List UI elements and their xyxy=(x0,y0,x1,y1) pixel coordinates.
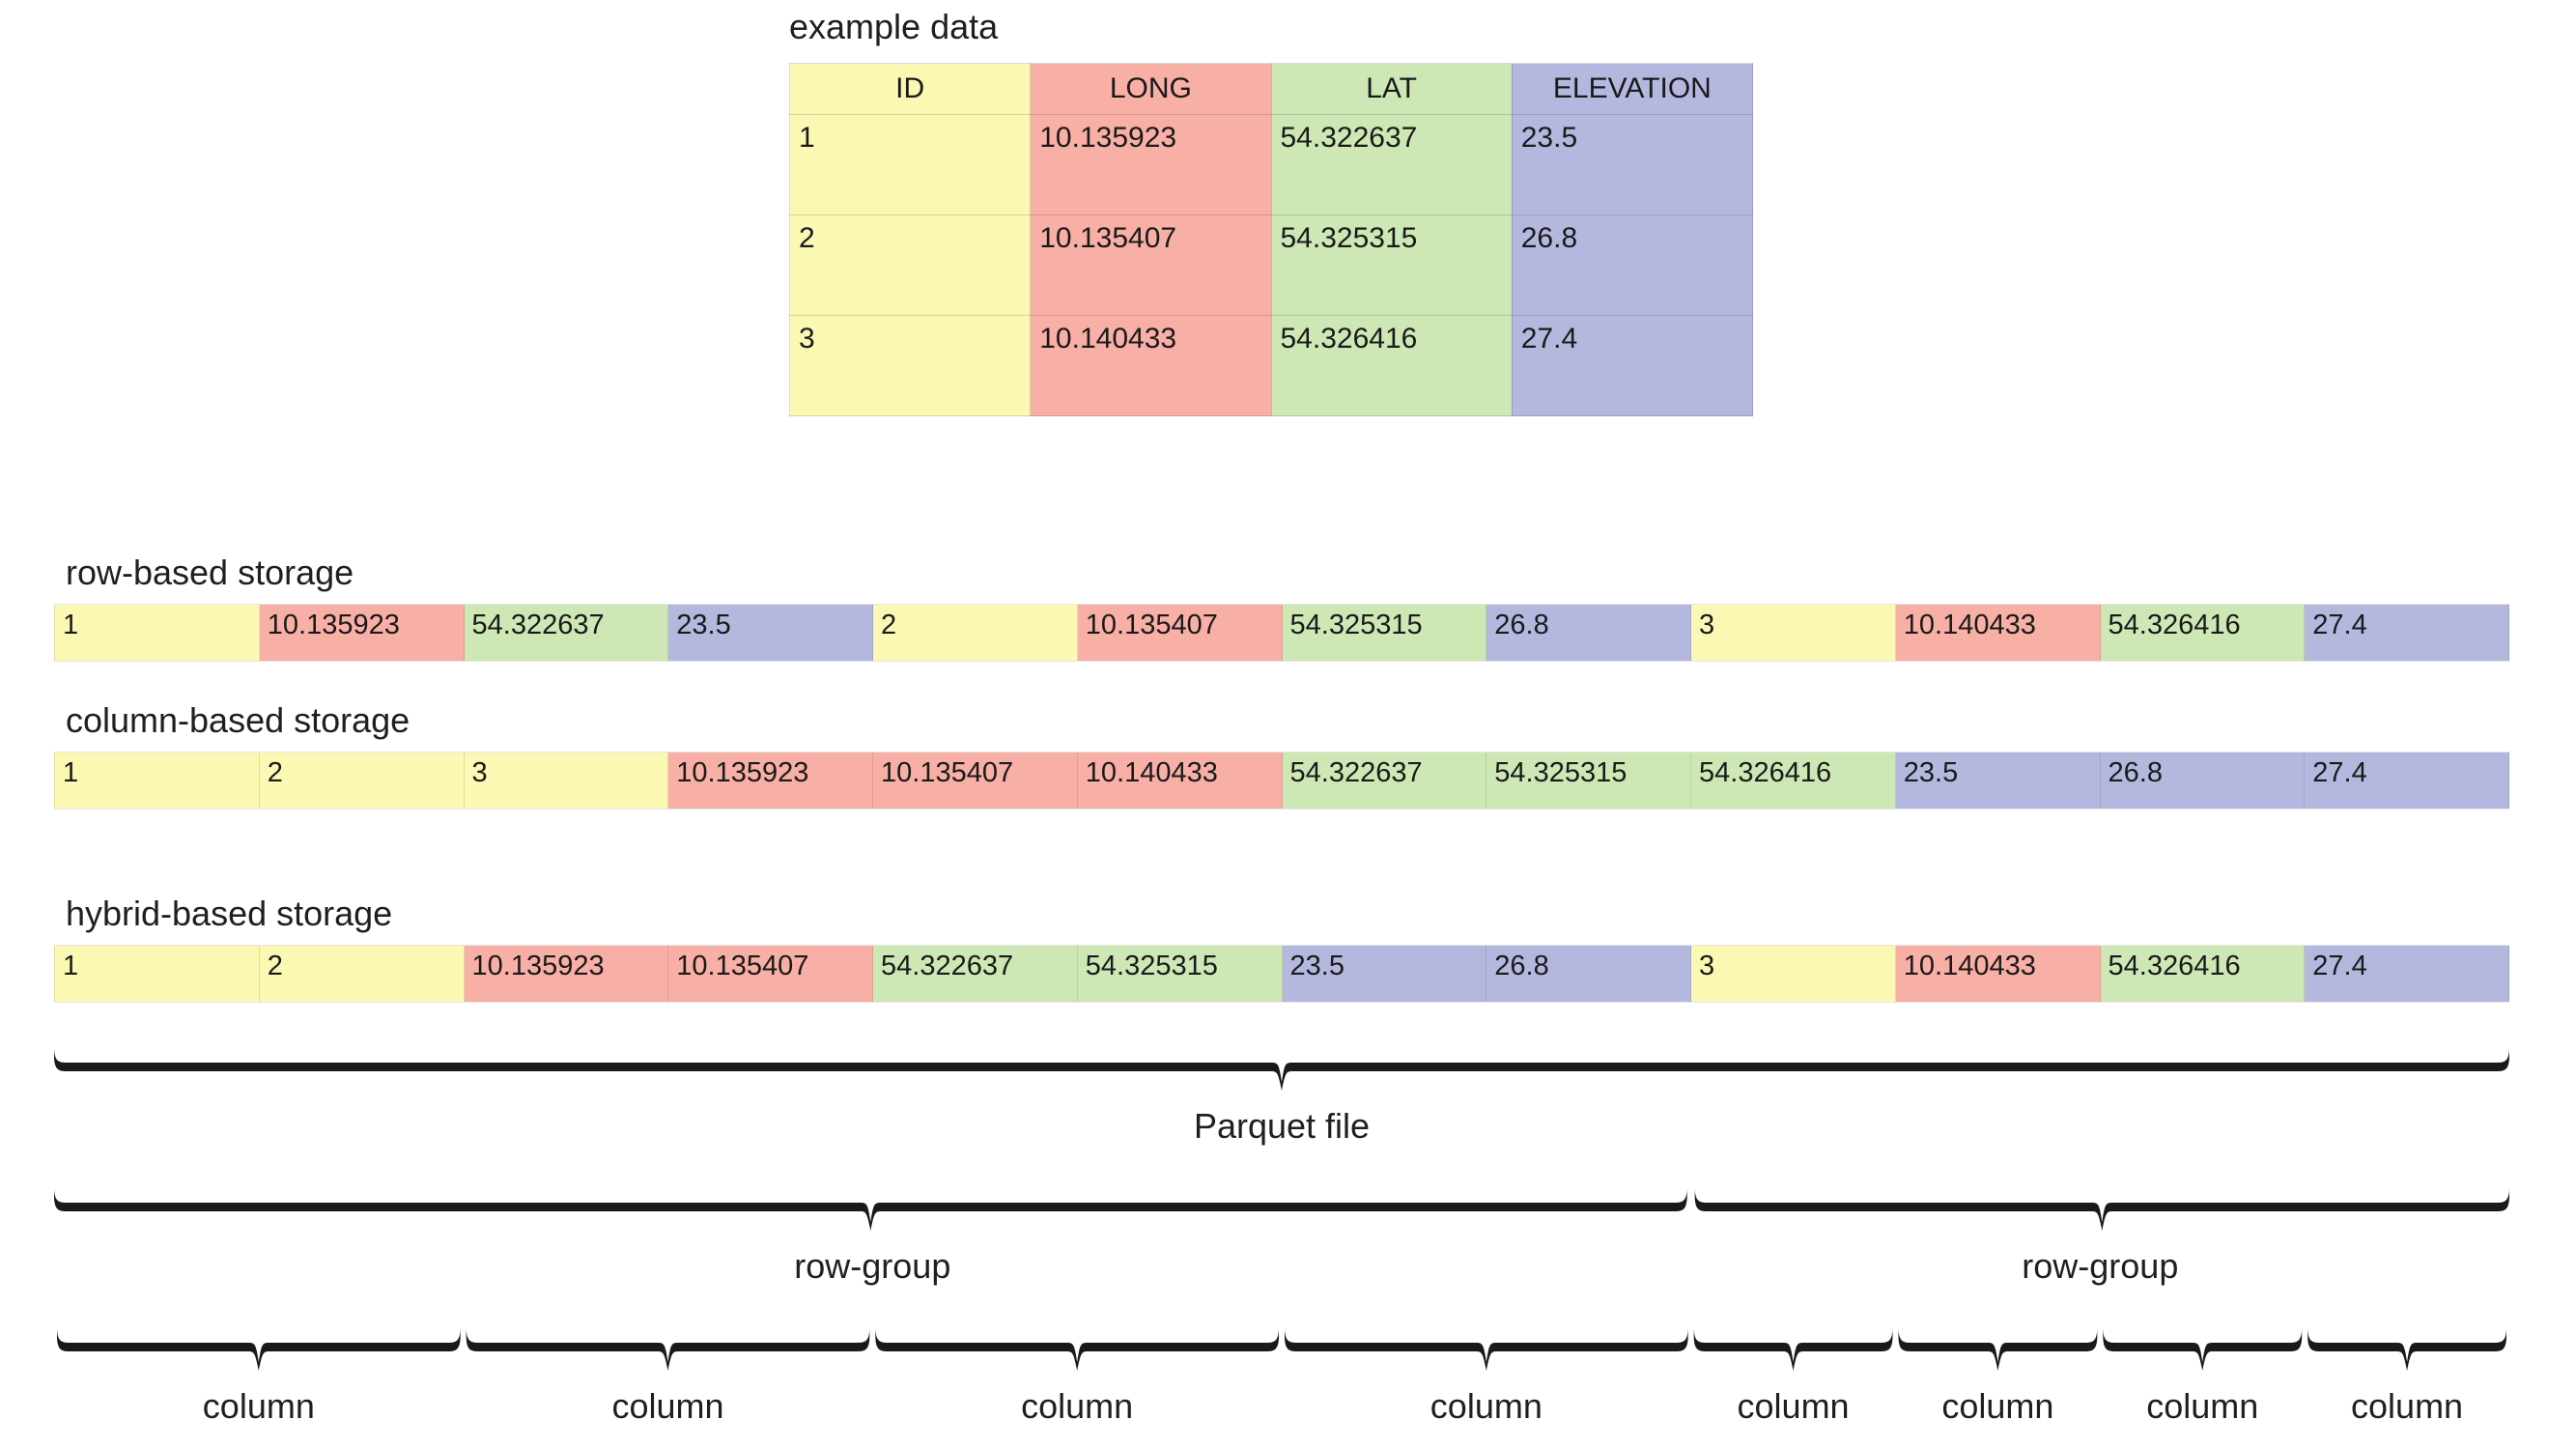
column-based-cell: 10.135923 xyxy=(668,752,873,809)
column-brace-label: column xyxy=(611,1386,724,1426)
brace-icon xyxy=(2103,1327,2303,1371)
column-based-cell: 2 xyxy=(259,752,465,809)
table-cell-elevation: 26.8 xyxy=(1511,214,1754,316)
hybrid-based-cell: 54.322637 xyxy=(873,946,1078,1002)
table-cell-long: 10.135923 xyxy=(1030,114,1272,215)
column-brace-label: column xyxy=(2351,1386,2464,1426)
hybrid-based-cell: 27.4 xyxy=(2305,946,2509,1002)
row-based-storage-label: row-based storage xyxy=(66,553,354,592)
hybrid-based-storage-label: hybrid-based storage xyxy=(66,894,393,933)
column-based-cell: 3 xyxy=(464,752,669,809)
hybrid-based-cell: 10.135407 xyxy=(668,946,873,1002)
table-cell-id: 3 xyxy=(788,315,1032,416)
column-based-cell: 27.4 xyxy=(2305,752,2509,809)
brace-icon xyxy=(1898,1327,2098,1371)
table-cell-elevation: 27.4 xyxy=(1511,315,1754,416)
row-based-cell: 23.5 xyxy=(668,605,873,661)
table-cell-elevation: 23.5 xyxy=(1511,114,1754,215)
column-based-cell: 54.326416 xyxy=(1691,752,1896,809)
row-based-cell: 54.325315 xyxy=(1282,605,1487,661)
hybrid-based-cell: 2 xyxy=(259,946,465,1002)
table-row: 2 10.135407 54.325315 26.8 xyxy=(788,214,1754,316)
brace-icon xyxy=(1693,1327,1893,1371)
column-brace-label: column xyxy=(1430,1386,1543,1426)
table-cell-id: 1 xyxy=(788,114,1032,215)
row-based-cell: 54.322637 xyxy=(464,605,669,661)
column-based-cell: 1 xyxy=(54,752,260,809)
table-cell-lat: 54.322637 xyxy=(1270,114,1513,215)
table-cell-id: 2 xyxy=(788,214,1032,316)
table-header-row: ID LONG LAT ELEVATION xyxy=(788,63,1754,115)
brace-icon xyxy=(54,1047,2509,1091)
table-header-elevation: ELEVATION xyxy=(1511,63,1754,115)
row-based-cell: 10.140433 xyxy=(1895,605,2101,661)
column-based-cell: 10.135407 xyxy=(873,752,1078,809)
hybrid-based-cell: 26.8 xyxy=(1486,946,1691,1002)
column-based-cell: 10.140433 xyxy=(1077,752,1283,809)
row-based-cell: 10.135923 xyxy=(259,605,465,661)
column-based-cell: 23.5 xyxy=(1895,752,2101,809)
column-brace-label: column xyxy=(202,1386,315,1426)
table-row: 3 10.140433 54.326416 27.4 xyxy=(788,315,1754,416)
brace-icon xyxy=(57,1327,461,1371)
brace-icon xyxy=(2307,1327,2506,1371)
table-cell-long: 10.140433 xyxy=(1030,315,1272,416)
example-data-table: ID LONG LAT ELEVATION 1 10.135923 54.322… xyxy=(788,63,1754,416)
table-cell-lat: 54.325315 xyxy=(1270,214,1513,316)
parquet-file-brace-label: Parquet file xyxy=(1193,1106,1371,1146)
hybrid-based-cell: 54.325315 xyxy=(1077,946,1283,1002)
table-header-id: ID xyxy=(788,63,1032,115)
row-based-cell: 2 xyxy=(873,605,1078,661)
page-title: example data xyxy=(789,7,999,46)
hybrid-based-cell: 3 xyxy=(1691,946,1896,1002)
brace-icon xyxy=(1285,1327,1688,1371)
table-header-lat: LAT xyxy=(1270,63,1513,115)
brace-icon xyxy=(466,1327,870,1371)
hybrid-based-cell: 54.326416 xyxy=(2100,946,2306,1002)
row-based-cell: 10.135407 xyxy=(1077,605,1283,661)
hybrid-based-cell: 1 xyxy=(54,946,260,1002)
table-row: 1 10.135923 54.322637 23.5 xyxy=(788,114,1754,215)
brace-icon xyxy=(875,1327,1279,1371)
row-based-cell: 26.8 xyxy=(1486,605,1691,661)
row-based-cell: 1 xyxy=(54,605,260,661)
column-based-storage-label: column-based storage xyxy=(66,700,410,740)
column-based-cell: 54.322637 xyxy=(1282,752,1487,809)
table-cell-long: 10.135407 xyxy=(1030,214,1272,316)
column-based-cell: 26.8 xyxy=(2100,752,2306,809)
column-brace-label: column xyxy=(1737,1386,1850,1426)
column-brace-label: column xyxy=(1021,1386,1134,1426)
row-based-cell: 54.326416 xyxy=(2100,605,2306,661)
column-brace-label: column xyxy=(2146,1386,2259,1426)
table-header-long: LONG xyxy=(1030,63,1272,115)
row-group-brace-label: row-group xyxy=(794,1246,951,1286)
row-based-cell: 3 xyxy=(1691,605,1896,661)
table-cell-lat: 54.326416 xyxy=(1270,315,1513,416)
hybrid-based-cell: 10.140433 xyxy=(1895,946,2101,1002)
column-based-cell: 54.325315 xyxy=(1486,752,1691,809)
brace-icon xyxy=(1694,1187,2509,1231)
hybrid-based-cell: 23.5 xyxy=(1282,946,1487,1002)
brace-icon xyxy=(54,1187,1687,1231)
row-group-brace-label: row-group xyxy=(2022,1246,2179,1286)
column-brace-label: column xyxy=(1941,1386,2054,1426)
hybrid-based-cell: 10.135923 xyxy=(464,946,669,1002)
row-based-cell: 27.4 xyxy=(2305,605,2509,661)
